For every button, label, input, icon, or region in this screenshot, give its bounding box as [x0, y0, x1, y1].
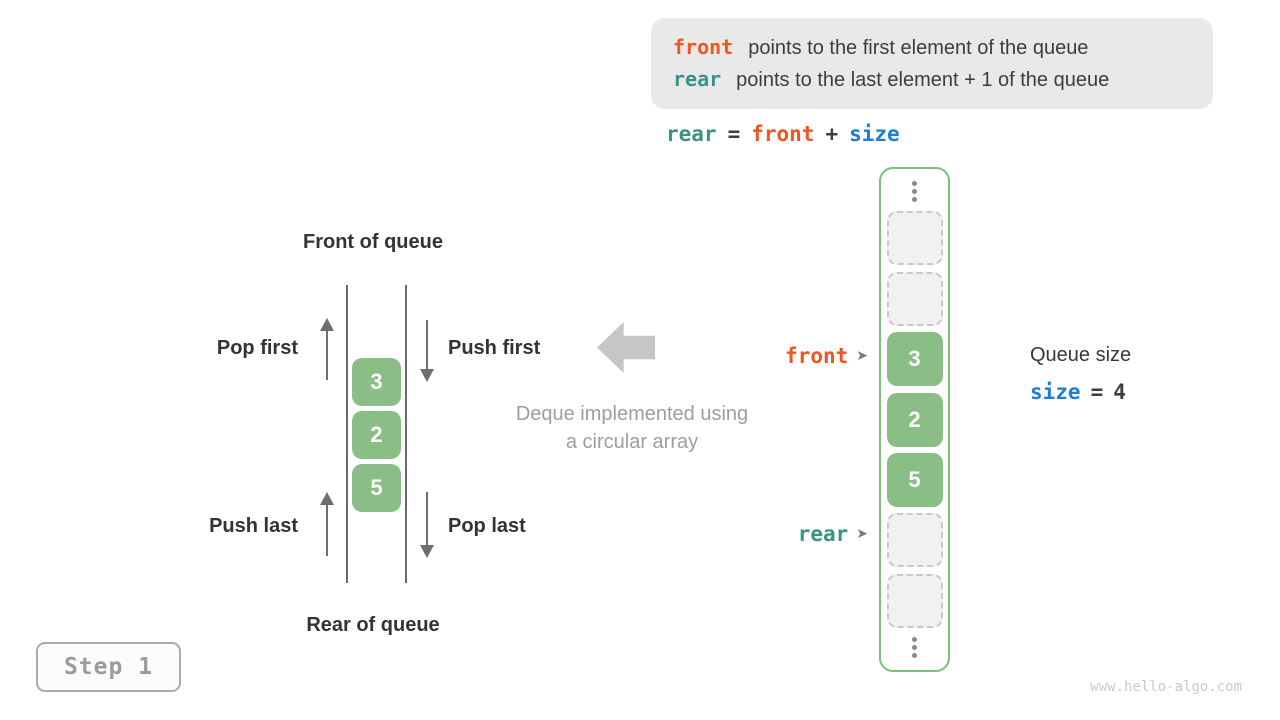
front-of-queue-label: Front of queue: [303, 231, 443, 253]
center-caption: Deque implemented using a circular array: [480, 400, 784, 456]
size-number: 4: [1113, 380, 1126, 404]
rear-pointer: rear ➤: [640, 522, 868, 546]
push-last-label: Push last: [209, 515, 298, 537]
queue-size-label: Queue size: [1030, 344, 1132, 366]
queue-cell-value: 2: [370, 422, 383, 447]
array-cell-value: 2: [908, 406, 921, 432]
legend-line-front: front points to the first element of the…: [673, 35, 1195, 60]
legend-rear-text: points to the last element + 1 of the qu…: [736, 69, 1110, 91]
array-cell-value: 3: [908, 346, 921, 372]
legend-front-text: points to the first element of the queue: [748, 37, 1089, 59]
array-cell-filled: 2: [886, 392, 943, 447]
caption-line-2: a circular array: [565, 431, 699, 453]
front-pointer: front ➤: [640, 344, 868, 368]
circular-array-container: 3 2 5: [879, 167, 950, 672]
rear-keyword: rear: [673, 67, 722, 91]
pop-first-arrow-icon: [319, 318, 335, 380]
array-cell-empty: [886, 271, 943, 326]
array-cell-filled: 3: [886, 332, 943, 387]
array-cell-empty: [886, 513, 943, 568]
formula-plus: +: [825, 122, 839, 146]
push-first-label: Push first: [448, 337, 541, 359]
size-var: size: [1030, 380, 1081, 404]
formula-size: size: [849, 122, 900, 146]
queue-size-value: size = 4: [1030, 380, 1126, 404]
front-keyword: front: [673, 35, 734, 59]
pop-first-label: Pop first: [216, 337, 298, 359]
formula-rear: rear: [666, 122, 717, 146]
queue-channel-right-line: [405, 285, 407, 583]
pop-last-label: Pop last: [448, 515, 526, 537]
queue-cell: 3: [352, 358, 401, 406]
front-pointer-arrow-icon: ➤: [856, 348, 868, 364]
caption-line-1: Deque implemented using: [515, 403, 749, 425]
push-last-arrow-icon: [319, 492, 335, 556]
formula: rear = front + size: [666, 122, 900, 146]
queue-cell-value: 5: [370, 475, 383, 500]
queue-cell: 2: [352, 411, 401, 459]
array-cell-empty: [886, 573, 943, 628]
size-eq: =: [1090, 380, 1104, 404]
formula-front: front: [751, 122, 815, 146]
rear-of-queue-label: Rear of queue: [306, 614, 440, 636]
pop-last-arrow-icon: [419, 492, 435, 558]
formula-eq: =: [727, 122, 741, 146]
ellipsis-top-icon: [912, 178, 917, 205]
push-first-arrow-icon: [419, 320, 435, 382]
queue-channel-left-line: [346, 285, 348, 583]
array-cell-value: 5: [908, 466, 921, 492]
rear-pointer-label: rear: [797, 522, 849, 546]
array-cell-filled: 5: [886, 452, 943, 507]
watermark: www.hello-algo.com: [1090, 679, 1242, 695]
legend-line-rear: rear points to the last element + 1 of t…: [673, 67, 1195, 92]
ellipsis-bottom-icon: [912, 634, 917, 661]
queue-cell: 5: [352, 464, 401, 512]
array-cell-empty: [886, 211, 943, 266]
step-badge: Step 1: [36, 642, 181, 692]
rear-pointer-arrow-icon: ➤: [856, 526, 868, 542]
front-pointer-label: front: [785, 344, 849, 368]
queue-cell-value: 3: [370, 369, 383, 394]
legend-box: front points to the first element of the…: [651, 18, 1213, 109]
